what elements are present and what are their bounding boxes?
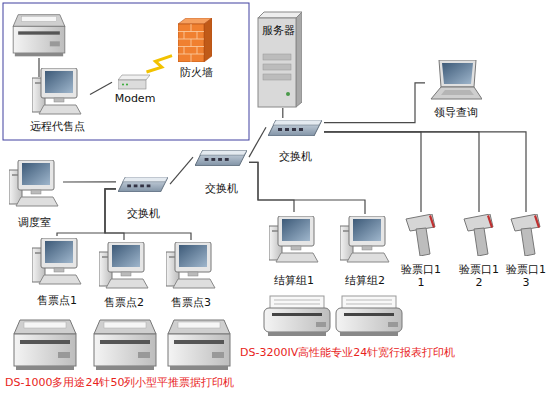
switch-icon <box>195 150 247 165</box>
scanner-icon <box>464 214 493 256</box>
scanner-node: 验票口1 2 <box>455 212 503 290</box>
network-cable <box>324 83 425 123</box>
laptop-node: 领导查询 <box>425 58 487 120</box>
scanner-icon <box>406 214 435 256</box>
device-label: 交换机 <box>205 182 238 195</box>
network-cable <box>105 189 191 240</box>
device-label: 结算组2 <box>345 274 385 287</box>
computer-icon <box>340 216 389 262</box>
computer-node: 远程代售点 <box>24 68 90 134</box>
network-cable <box>105 189 124 240</box>
server-node: 服务器 <box>254 10 302 108</box>
printer-icon <box>13 15 65 57</box>
network-cable <box>57 189 116 236</box>
scanner-node: 验票口1 1 <box>397 212 445 290</box>
network-cable <box>170 157 193 184</box>
wide-printer-icon <box>336 296 402 336</box>
device-label: 远程代售点 <box>30 120 85 133</box>
firewall-node: 防火墙 <box>172 16 220 80</box>
printer-icon <box>168 320 230 370</box>
computer-icon <box>32 68 81 114</box>
computer-node: 售票点1 <box>28 236 86 308</box>
remote-region-frame <box>3 3 249 140</box>
device-label: 验票口1 2 <box>455 263 503 289</box>
device-label: 交换机 <box>127 207 160 220</box>
switch-node: 交换机 <box>116 175 170 221</box>
wireless-link <box>147 56 173 72</box>
printer-cable <box>38 58 39 77</box>
device-label: 售票点3 <box>171 296 211 309</box>
switch-node: 交换机 <box>266 118 324 164</box>
network-cable <box>249 162 365 214</box>
network-cable <box>249 127 266 157</box>
computer-node: 结算组2 <box>336 214 394 288</box>
switch-node: 交换机 <box>193 148 249 196</box>
scanner-icon <box>511 214 540 256</box>
device-label: 领导查询 <box>434 106 478 119</box>
device-label: 服务器 <box>262 24 295 37</box>
device-label: 售票点1 <box>37 294 77 307</box>
printer-icon <box>14 320 76 370</box>
printer-icon <box>94 320 156 370</box>
server-icon <box>258 12 302 107</box>
wide-printer-icon <box>264 296 330 336</box>
network-cable <box>249 162 294 212</box>
device-label: 防火墙 <box>180 66 213 79</box>
scanner-node: 验票口1 3 <box>502 212 550 290</box>
switch-icon <box>268 120 322 136</box>
computer-icon <box>166 242 215 288</box>
computer-node: 调度室 <box>5 158 63 230</box>
computer-node: 售票点3 <box>162 240 220 310</box>
computer-icon <box>32 238 81 284</box>
device-label: 结算组1 <box>274 274 314 287</box>
device-label: 调度室 <box>18 216 51 229</box>
device-label: Modem <box>115 92 156 105</box>
computer-node: 结算组1 <box>265 212 323 288</box>
device-label: 验票口1 1 <box>397 263 445 289</box>
firewall-icon <box>178 18 212 62</box>
modem-icon <box>118 75 150 89</box>
modem-node: Modem <box>112 72 158 106</box>
computer-node: 售票点2 <box>95 240 153 310</box>
computer-icon <box>99 242 148 288</box>
network-cable <box>282 108 283 118</box>
device-label: 售票点2 <box>104 296 144 309</box>
computer-icon <box>269 216 318 262</box>
printer-caption: DS-1000多用途24针50列小型平推票据打印机 <box>5 376 234 389</box>
device-label: 验票口1 3 <box>502 263 550 289</box>
printer-caption: DS-3200IV高性能专业24针宽行报表打印机 <box>240 346 455 359</box>
laptop-icon <box>431 60 482 99</box>
network-cable <box>90 82 112 94</box>
network-cable <box>63 181 116 182</box>
switch-icon <box>118 177 168 192</box>
computer-icon <box>9 160 58 206</box>
device-label: 交换机 <box>279 150 312 163</box>
